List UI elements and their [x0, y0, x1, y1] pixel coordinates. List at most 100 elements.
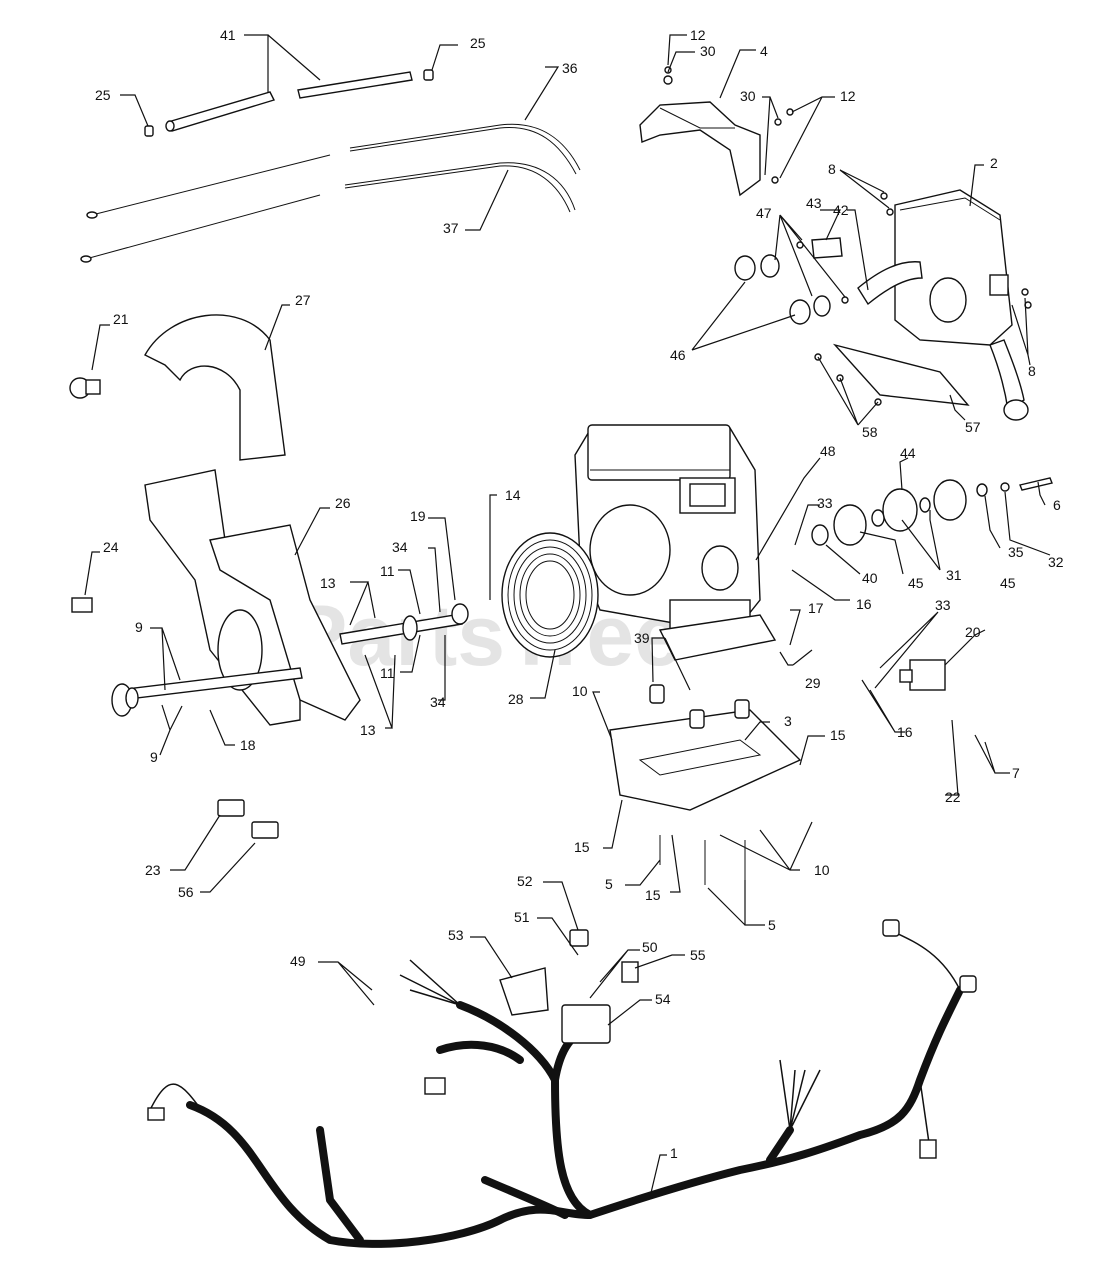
callout-34-a: 34: [392, 539, 408, 555]
callout-44: 44: [900, 445, 916, 461]
shaft-11: [339, 603, 469, 645]
callout-33-b: 33: [935, 597, 951, 613]
switch-20: [899, 659, 946, 691]
hose-41-right: [297, 71, 413, 99]
tube-42: [857, 261, 923, 306]
cable-37: [80, 162, 576, 263]
shroud-27: [144, 314, 286, 461]
callout-25-a: 25: [470, 35, 486, 51]
callout-11-b: 11: [380, 665, 395, 681]
callout-41: 41: [220, 27, 236, 43]
callout-15-a: 15: [830, 727, 846, 743]
callout-15-b: 15: [574, 839, 590, 855]
hose-41-left: [165, 91, 275, 132]
callout-54: 54: [655, 991, 671, 1007]
connector-53: [499, 967, 549, 1016]
callout-25-b: 25: [95, 87, 111, 103]
callout-4: 4: [760, 43, 768, 59]
callout-2: 2: [990, 155, 998, 171]
engine: [574, 424, 777, 661]
callout-31: 31: [946, 567, 962, 583]
callout-21: 21: [113, 311, 129, 327]
callout-23: 23: [145, 862, 161, 878]
callout-12-a: 12: [690, 27, 706, 43]
plate-26: [209, 524, 361, 721]
callout-19: 19: [410, 508, 426, 524]
callout-10-a: 10: [572, 683, 588, 699]
callout-39: 39: [634, 630, 650, 646]
callout-8-b: 8: [1028, 363, 1036, 379]
callout-53: 53: [448, 927, 464, 943]
callout-22: 22: [945, 789, 961, 805]
callout-5-b: 5: [768, 917, 776, 933]
callout-40: 40: [862, 570, 878, 586]
callout-42: 42: [833, 202, 849, 218]
connector-55: [621, 961, 639, 983]
switch-21: [69, 377, 101, 399]
pulley-assembly: [811, 477, 1053, 546]
callout-29: 29: [805, 675, 821, 691]
callout-43: 43: [806, 195, 822, 211]
callout-26: 26: [335, 495, 351, 511]
leader-lines: [84, 34, 1051, 1198]
callout-13-b: 13: [360, 722, 376, 738]
cover-4: [639, 66, 794, 197]
callout-50: 50: [642, 939, 658, 955]
callout-49: 49: [290, 953, 306, 969]
callout-45-b: 45: [1000, 575, 1016, 591]
connector-52: [569, 929, 589, 947]
callout-7: 7: [1012, 765, 1020, 781]
tube-43: [811, 237, 843, 259]
callout-32: 32: [1048, 554, 1064, 570]
callout-13-a: 13: [320, 575, 336, 591]
callout-8-a: 8: [828, 161, 836, 177]
shaft-18: [111, 667, 303, 717]
callout-58: 58: [862, 424, 878, 440]
callout-16-a: 16: [856, 596, 872, 612]
callout-9-b: 9: [150, 749, 158, 765]
switch-23: [217, 799, 245, 817]
switch-54: [561, 1004, 611, 1044]
callout-46: 46: [670, 347, 686, 363]
callout-11-a: 11: [380, 563, 395, 579]
callout-55: 55: [690, 947, 706, 963]
callout-14: 14: [505, 487, 521, 503]
switch-24: [71, 597, 93, 613]
switch-56: [251, 821, 279, 839]
callout-5-a: 5: [605, 876, 613, 892]
gaskets-46-47: [734, 241, 849, 325]
coil-28: [501, 532, 599, 658]
base-plate-3: [609, 684, 802, 885]
callout-24: 24: [103, 539, 119, 555]
callout-3: 3: [784, 713, 792, 729]
callout-45-a: 45: [908, 575, 924, 591]
callout-33-a: 33: [817, 495, 833, 511]
callout-56: 56: [178, 884, 194, 900]
callout-37: 37: [443, 220, 459, 236]
callout-6: 6: [1053, 497, 1061, 513]
cable-36: [86, 123, 581, 219]
callout-10-b: 10: [814, 862, 830, 878]
callout-47: 47: [756, 205, 772, 221]
cap-25-right: [423, 69, 434, 81]
callout-20: 20: [965, 624, 981, 640]
callout-48: 48: [820, 443, 836, 459]
callout-9-a: 9: [135, 619, 143, 635]
callout-1: 1: [670, 1145, 678, 1161]
bracket-2: [880, 189, 1032, 346]
callout-30-a: 30: [700, 43, 716, 59]
hose-right: [989, 339, 1029, 421]
callout-16-b: 16: [897, 724, 913, 740]
callout-27: 27: [295, 292, 311, 308]
callout-30-b: 30: [740, 88, 756, 104]
callout-52: 52: [517, 873, 533, 889]
callout-51: 51: [514, 909, 530, 925]
callout-35: 35: [1008, 544, 1024, 560]
cap-25-left: [144, 125, 154, 137]
housing-left: [144, 469, 301, 726]
callout-17: 17: [808, 600, 824, 616]
callouts: 41 25 25 36 37 12 30 4 30 12 2 8 8 47 43…: [95, 27, 1064, 1161]
callout-36: 36: [562, 60, 578, 76]
callout-28: 28: [508, 691, 524, 707]
callout-15-c: 15: [645, 887, 661, 903]
